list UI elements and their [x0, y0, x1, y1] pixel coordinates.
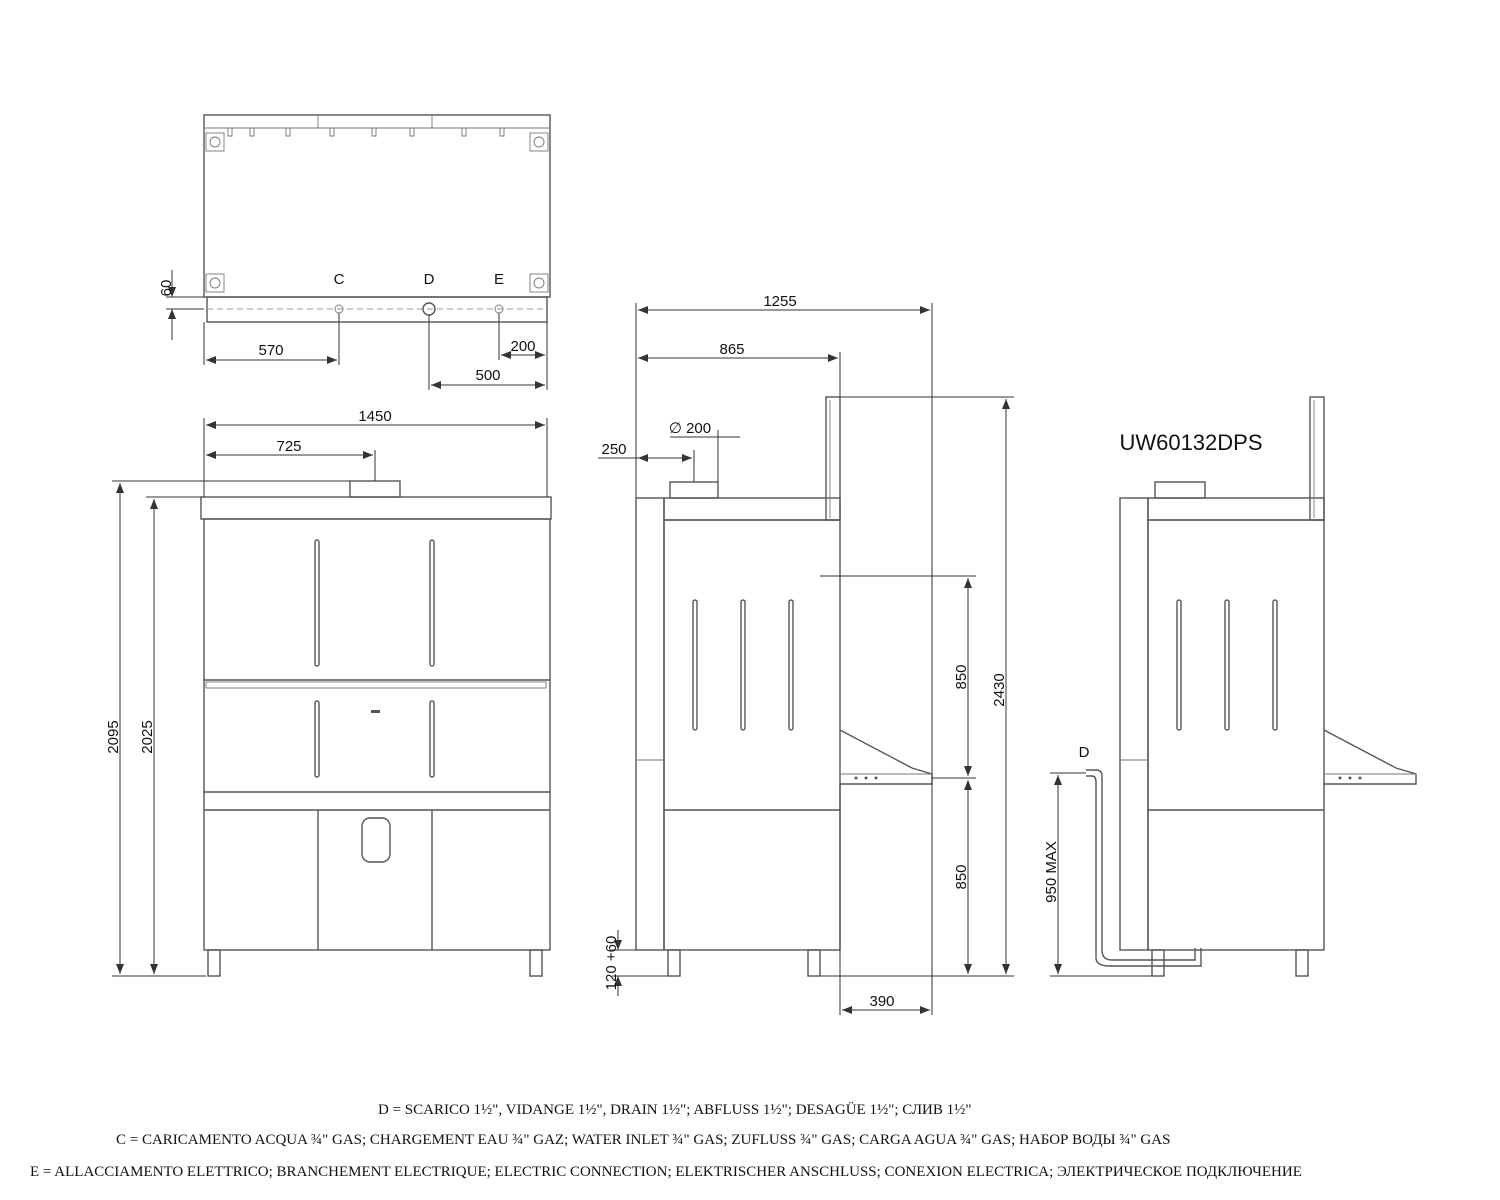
dim-865: 865	[719, 341, 744, 358]
drain-label-d: D	[1079, 744, 1090, 761]
dim-1255: 1255	[763, 293, 796, 310]
dim-250: 250	[601, 441, 626, 458]
dim-diameter-200: ∅ 200	[669, 420, 711, 437]
model-name: UW60132DPS	[1119, 430, 1262, 455]
dim-570: 570	[258, 342, 283, 359]
dim-60: 60	[158, 280, 175, 297]
dim-850-lower: 850	[953, 864, 970, 889]
dim-200-top: 200	[510, 338, 535, 355]
dim-950-max: 950 MAX	[1043, 841, 1060, 903]
dim-120-60: 120 +60	[603, 936, 620, 991]
connection-label-c: C	[334, 271, 345, 288]
dim-500: 500	[475, 367, 500, 384]
dim-390: 390	[869, 993, 894, 1010]
dim-850-upper: 850	[953, 664, 970, 689]
dim-2430: 2430	[991, 673, 1008, 706]
front-view: 1450 725 2095 2025	[105, 408, 552, 977]
dim-725: 725	[276, 438, 301, 455]
top-view: C D E 60 570 200 500	[158, 114, 551, 390]
right-view: UW60132DPS D 950 MAX	[1043, 396, 1417, 977]
dim-2095: 2095	[105, 720, 122, 753]
side-view: 1255 865 250 ∅ 200 850 850 2430 120 +60 …	[598, 293, 1014, 1015]
legend-electric-connection: E = ALLACCIAMENTO ELETTRICO; BRANCHEMENT…	[30, 1164, 1302, 1180]
dim-1450: 1450	[358, 408, 391, 425]
legend-drain: D = SCARICO 1½", VIDANGE 1½", DRAIN 1½";…	[378, 1102, 972, 1118]
connection-label-d: D	[424, 271, 435, 288]
connection-label-e: E	[494, 271, 504, 288]
legend-water-inlet: C = CARICAMENTO ACQUA ¾" GAS; CHARGEMENT…	[116, 1132, 1171, 1148]
dim-2025: 2025	[139, 720, 156, 753]
